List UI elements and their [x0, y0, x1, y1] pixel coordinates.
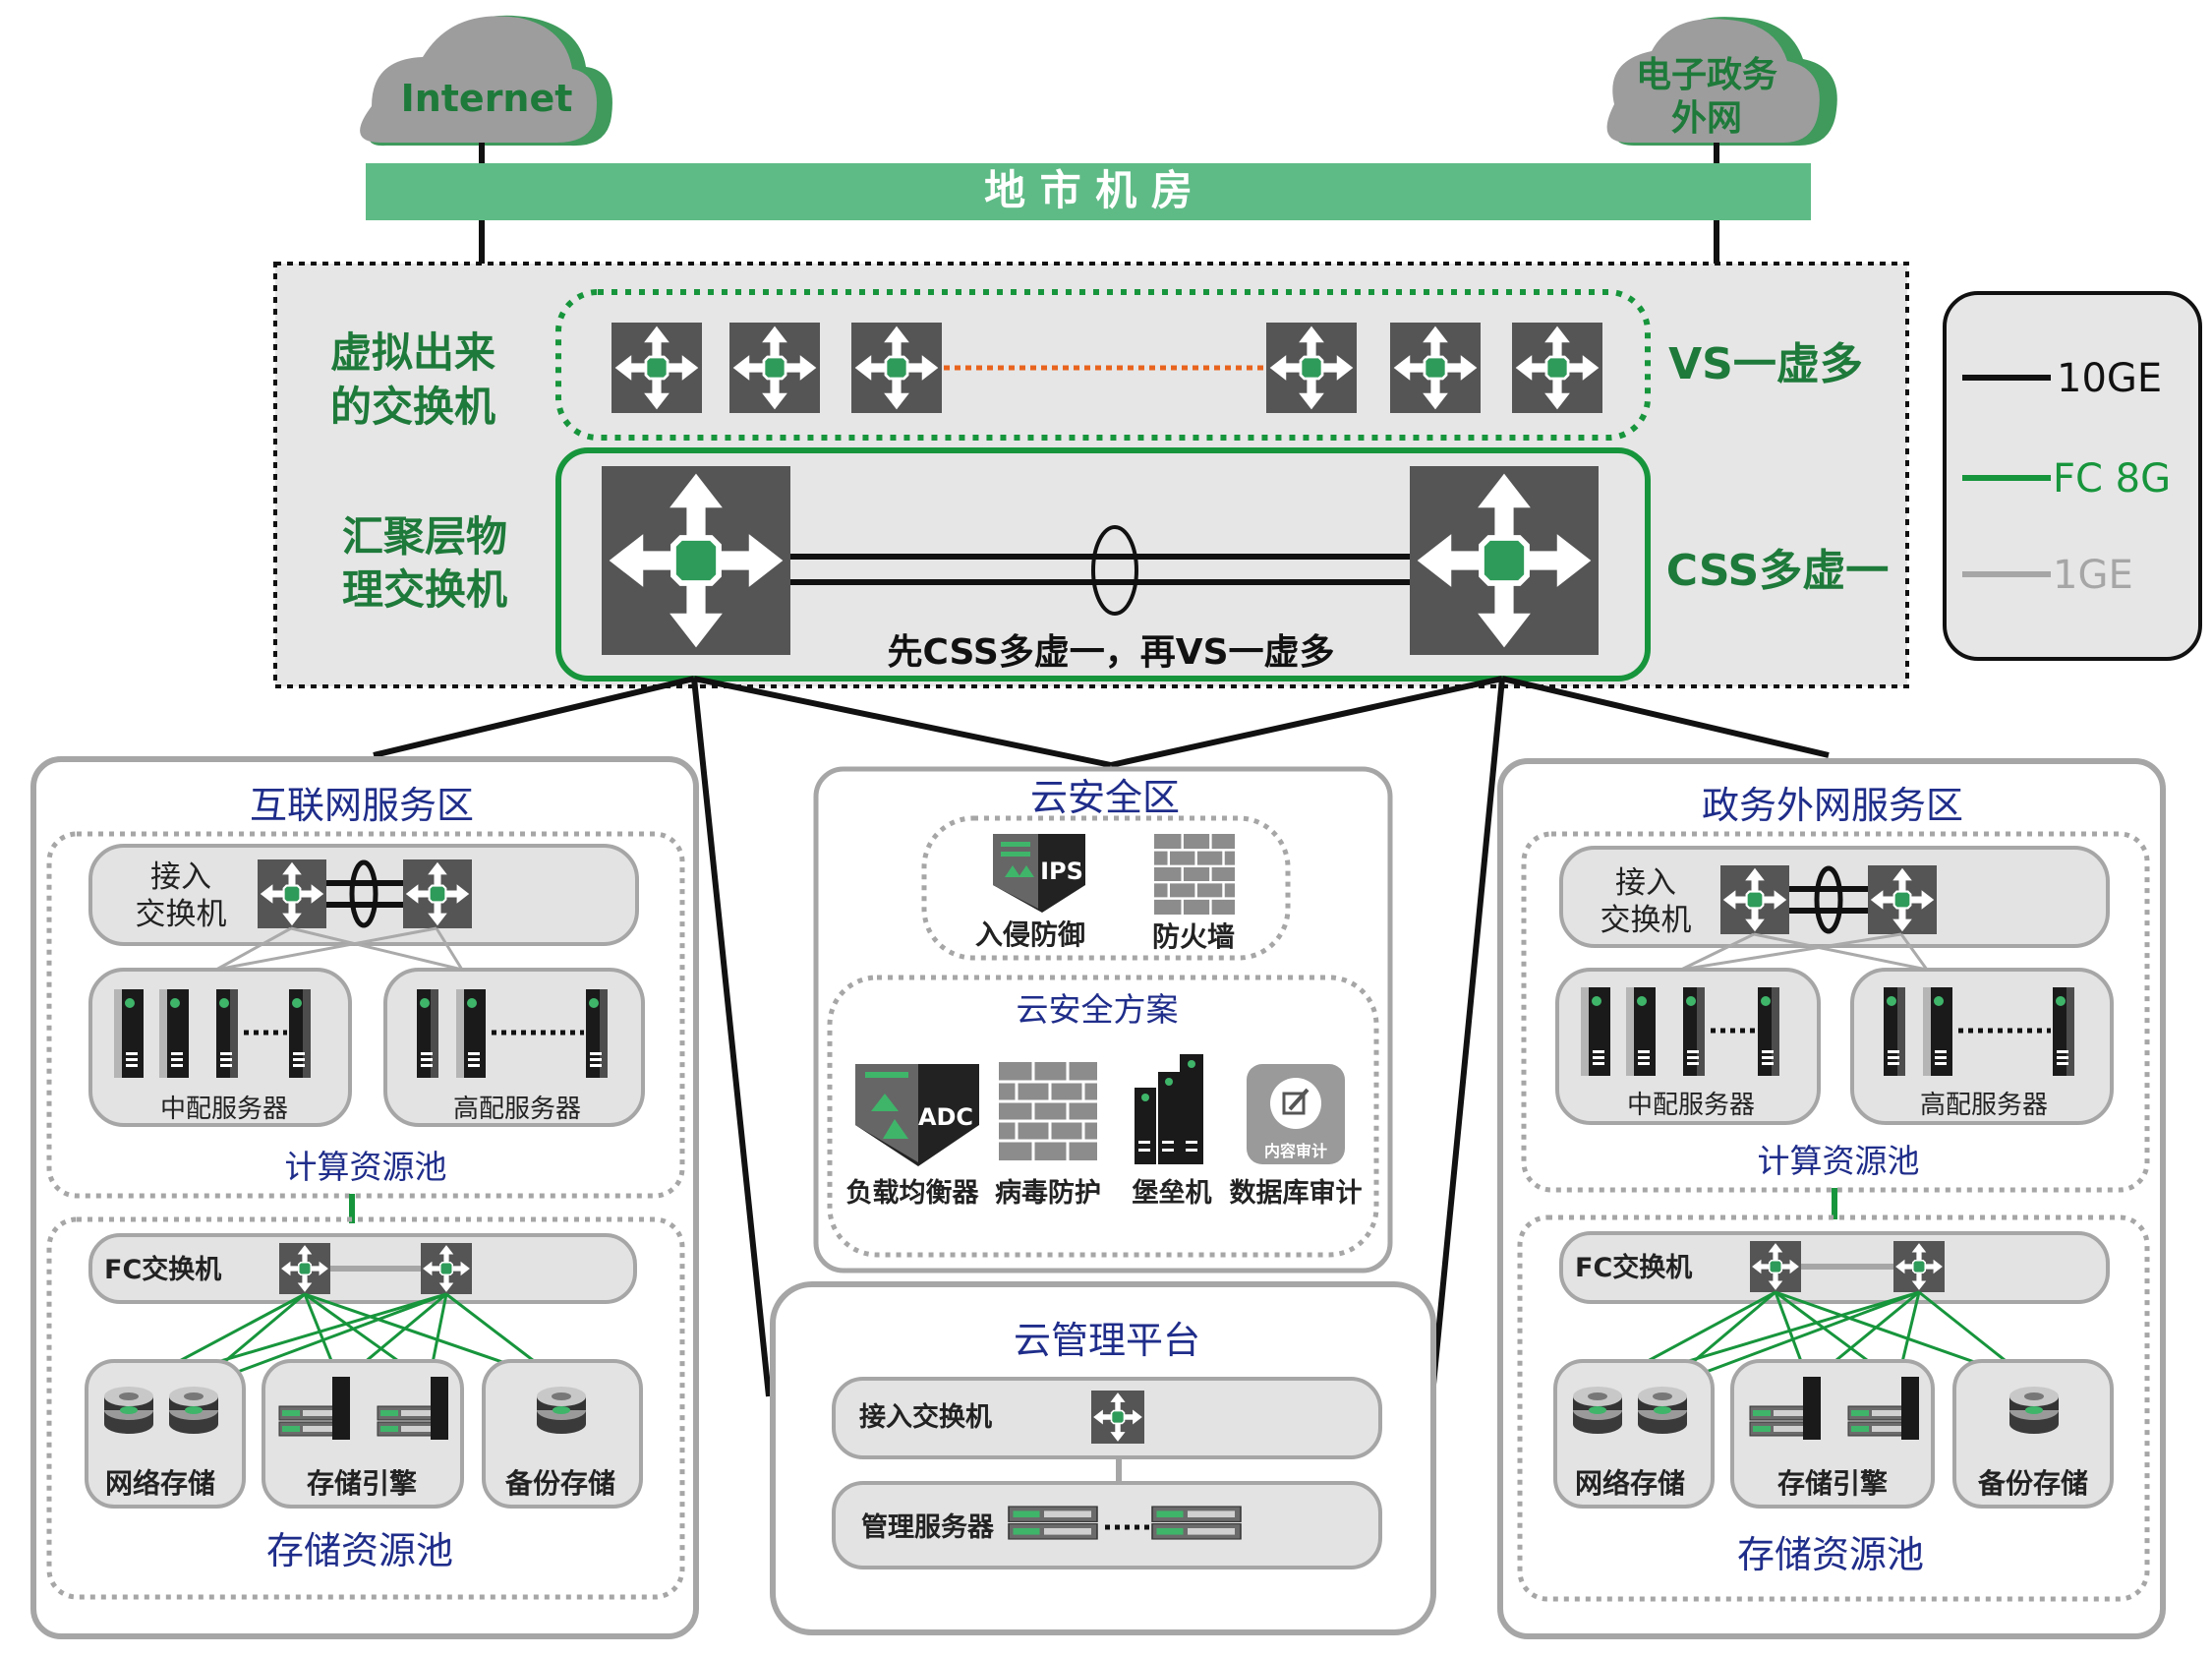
gov-zone-title: 政务外网服务区 — [1702, 784, 1963, 827]
city-datacenter-bar — [366, 163, 1811, 220]
ips-label: 入侵防御 — [975, 918, 1085, 951]
mid-server-label: 中配服务器 — [160, 1095, 288, 1124]
load-balancer-label: 负载均衡器 — [846, 1178, 980, 1209]
mgmt-zone-title: 云管理平台 — [1014, 1319, 1200, 1362]
gov-access-switch-label-line2: 交换机 — [1601, 903, 1692, 938]
aggregation-label-line1: 汇聚层物 — [342, 512, 507, 561]
db-audit-label: 数据库审计 — [1230, 1177, 1363, 1209]
access-switch-label-line1: 接入 — [150, 859, 211, 895]
gov-backup-storage-icon — [2009, 1387, 2059, 1434]
internet-label: Internet — [401, 77, 573, 120]
backup-storage-group — [482, 1359, 643, 1509]
legend-1ge-label: 1GE — [2053, 553, 2133, 598]
internet-cloud-icon — [360, 15, 612, 147]
virtual-switch-label-line1: 虚拟出来 — [330, 328, 495, 377]
city-datacenter-title: 地 市 机 房 — [984, 166, 1193, 214]
mgmt-server-label: 管理服务器 — [861, 1512, 995, 1543]
bastion-icon — [1135, 1054, 1203, 1164]
storage-engine-group — [262, 1359, 464, 1509]
antivirus-label: 病毒防护 — [995, 1178, 1101, 1209]
gov-high-server-group — [1850, 968, 2114, 1125]
gov-storage-pool-label: 存储资源池 — [1737, 1533, 1924, 1576]
legend-box — [1943, 291, 2202, 661]
storage-pool-label: 存储资源池 — [266, 1529, 453, 1572]
gov-extranet-label-line1: 电子政务 — [1636, 55, 1777, 95]
css-note: 先CSS多虚一，再VS一虚多 — [887, 632, 1334, 673]
uplink-lines — [373, 676, 1830, 1397]
gov-access-switch-label-line1: 接入 — [1615, 865, 1676, 901]
security-devices-box — [921, 815, 1291, 961]
gov-net-storage-label: 网络存储 — [1575, 1467, 1685, 1500]
gov-compute-pool-label: 计算资源池 — [1758, 1142, 1920, 1180]
compute-pool-box — [46, 831, 685, 1199]
access-to-server-links — [215, 926, 464, 972]
css-label: CSS多虚一 — [1666, 546, 1890, 596]
firewall-label: 防火墙 — [1152, 920, 1235, 953]
gov-storage-engine-icons — [1749, 1377, 1919, 1440]
gov-storage-pool-box — [1517, 1214, 2150, 1602]
internet-zone-title: 互联网服务区 — [250, 784, 474, 827]
gov-storage-engine-group — [1730, 1359, 1935, 1509]
high-server-group — [383, 968, 645, 1127]
firewall-icon — [1152, 832, 1237, 917]
security-zone-title: 云安全区 — [1030, 776, 1180, 819]
access-switch-label-line2: 交换机 — [136, 897, 227, 932]
storage-engine-label: 存储引擎 — [307, 1467, 417, 1500]
storage-engine-icons — [278, 1377, 448, 1440]
gov-high-server-label: 高配服务器 — [1920, 1091, 2048, 1120]
core-layer-box — [273, 262, 1909, 688]
gov-backup-storage-label: 备份存储 — [1977, 1467, 2088, 1500]
ips-icon — [993, 834, 1085, 913]
legend-10ge-label: 10GE — [2057, 356, 2162, 401]
high-server-label: 高配服务器 — [453, 1095, 581, 1124]
vs-label: VS一虚多 — [1668, 339, 1863, 389]
bastion-label: 堡垒机 — [1133, 1177, 1212, 1209]
gov-extranet-cloud-icon — [1606, 17, 1837, 146]
compute-pool-label: 计算资源池 — [285, 1148, 447, 1186]
legend-fc8g-label: FC 8G — [2053, 456, 2171, 502]
storage-pool-box — [46, 1216, 685, 1600]
mgmt-access-switch-label: 接入交换机 — [859, 1401, 992, 1433]
net-storage-label: 网络存储 — [105, 1467, 215, 1500]
aggregation-label-line2: 理交换机 — [342, 565, 507, 614]
antivirus-icon — [997, 1060, 1099, 1162]
content-audit-badge: 内容审计 — [1264, 1142, 1327, 1160]
db-audit-icon — [1247, 1064, 1345, 1164]
virtual-switch-label-line2: 的交换机 — [330, 383, 495, 431]
load-balancer-icon — [855, 1064, 979, 1166]
gov-access-to-server-links — [1680, 932, 1929, 972]
gov-compute-pool-box — [1521, 831, 2150, 1193]
gov-extranet-label-line2: 外网 — [1671, 98, 1742, 139]
fc-switch-label: FC交换机 — [104, 1254, 221, 1285]
security-solution-box — [827, 975, 1379, 1258]
access-switch-row — [88, 844, 639, 946]
ips-badge: IPS — [1040, 858, 1083, 885]
aggregation-switch-group — [555, 447, 1651, 681]
gov-mid-server-label: 中配服务器 — [1627, 1091, 1755, 1120]
gov-backup-storage-group — [1952, 1359, 2114, 1509]
gov-storage-engine-label: 存储引擎 — [1777, 1467, 1888, 1500]
backup-storage-label: 备份存储 — [504, 1467, 615, 1500]
security-solution-title: 云安全方案 — [1017, 990, 1179, 1029]
backup-storage-icon — [537, 1387, 586, 1434]
virtual-switch-group — [555, 289, 1651, 441]
gov-fc-switch-label: FC交换机 — [1575, 1252, 1692, 1283]
mgmt-access-switch-icon — [1090, 1390, 1145, 1445]
adc-badge: ADC — [918, 1103, 973, 1131]
link-aggregation-icon — [1091, 525, 1138, 616]
